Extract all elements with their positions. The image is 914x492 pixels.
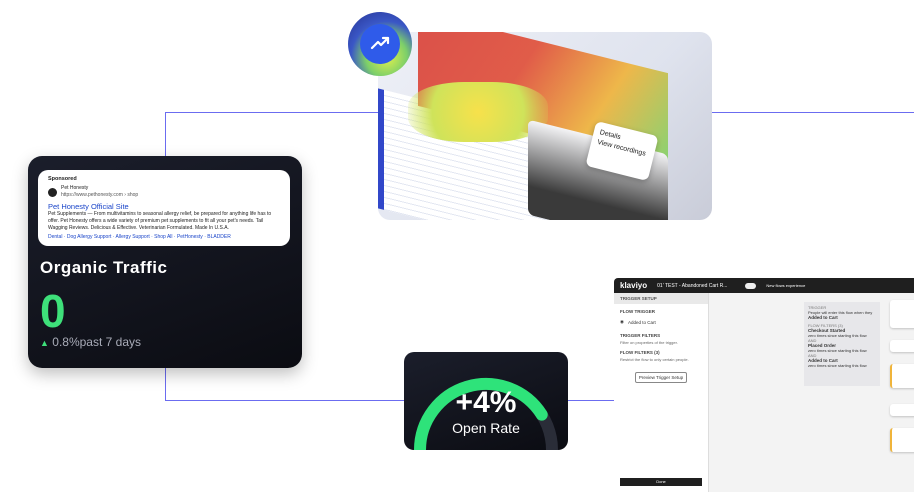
trigger-metric: Added to Cart [627,319,656,325]
flow-node-trigger[interactable] [890,300,914,328]
ad-advertiser: Pet Honesty [61,185,89,191]
trigger-filters-desc: Filter on properties of the trigger. [620,340,678,345]
ad-sitelinks[interactable]: Dental · Dog Allergy Support · Allergy S… [48,234,231,240]
gauge-fill [414,378,548,450]
advertiser-logo-icon [48,187,57,197]
new-flows-toggle[interactable] [745,282,757,289]
ad-url: https://www.pethonesty.com › shop [61,192,139,198]
summary-trigger-metric: Added to Cart [808,315,838,320]
summary-filter-2-text: zero times since starting this flow [808,348,867,353]
search-ad: Sponsored Pet Honesty https://www.pethon… [38,170,290,246]
new-flows-toggle-label: New flows experience [766,283,806,288]
flow-topbar: klaviyo 01' TEST - Abandoned Cart R... N… [614,278,914,293]
sidebar-header: TRIGGER SETUP [614,293,708,304]
ad-sponsored-label: Sponsored [48,176,77,182]
flow-filters-desc: Restrict the flow to only certain people… [620,357,689,362]
heatmap-screenshot: Details View recordings [378,32,712,220]
trend-badge [348,12,412,76]
flow-trigger-heading: FLOW TRIGGER [620,309,655,314]
open-rate-gauge-card: +4% Open Rate [404,352,568,450]
done-button[interactable]: Done [620,478,702,486]
summary-trigger-label: TRIGGER [808,305,827,310]
flow-name-dropdown[interactable]: 01' TEST - Abandoned Cart R... [657,282,728,289]
summary-filter-1-metric: Checkout Started [808,328,846,333]
flow-builder-window: klaviyo 01' TEST - Abandoned Cart R... N… [614,278,914,492]
trigger-summary-card: TRIGGER People will enter this flow when… [804,302,880,386]
ad-title-link[interactable]: Pet Honesty Official Site [48,202,129,211]
flow-node-email-2[interactable] [890,428,914,452]
connector-line-bottom [165,400,620,401]
trend-up-icon [360,24,400,64]
flow-filters-heading[interactable]: FLOW FILTERS (3) [620,350,660,355]
organic-traffic-change-text: 0.8%past 7 days [52,335,141,349]
summary-trigger-text: People will enter this flow when they [808,310,873,315]
up-arrow-icon: ▲ [40,338,49,348]
organic-traffic-change: ▲ 0.8%past 7 days [40,335,141,349]
trigger-metric-row[interactable]: ◉ Added to Cart [614,316,708,328]
open-rate-gauge [414,378,558,450]
summary-filter-3-text: zero times since starting this flow [808,363,867,368]
open-rate-label: Open Rate [452,420,520,436]
trigger-filters-heading[interactable]: TRIGGER FILTERS [620,333,661,338]
preview-trigger-button[interactable]: Preview Trigger Setup [635,372,687,383]
summary-and-1: AND [808,338,817,343]
heatmap-hotspot [408,82,548,142]
organic-traffic-card: Sponsored Pet Honesty https://www.pethon… [28,156,302,368]
organic-traffic-title: Organic Traffic [40,258,168,277]
summary-filters-label: FLOW FILTERS (3) [808,323,843,328]
organic-traffic-value: 0 [40,285,66,337]
summary-filter-3-metric: Added to Cart [808,358,838,363]
flow-node-email-1[interactable] [890,364,914,388]
summary-filter-1-text: zero times since starting this flow [808,333,867,338]
ad-site-row: Pet Honesty https://www.pethonesty.com ›… [48,185,280,199]
metric-icon: ◉ [620,319,624,324]
flow-node-wait-2[interactable] [890,404,914,416]
flow-node-wait-1[interactable] [890,340,914,352]
open-rate-value: +4% [455,386,517,419]
summary-and-2: AND [808,353,817,358]
brand-logo[interactable]: klaviyo [620,281,648,290]
summary-filter-2-metric: Placed Order [808,343,837,348]
ad-description: Pet Supplements — From multivitamins to … [48,211,272,231]
trigger-setup-sidebar: TRIGGER SETUP FLOW TRIGGER ◉ Added to Ca… [614,293,709,492]
